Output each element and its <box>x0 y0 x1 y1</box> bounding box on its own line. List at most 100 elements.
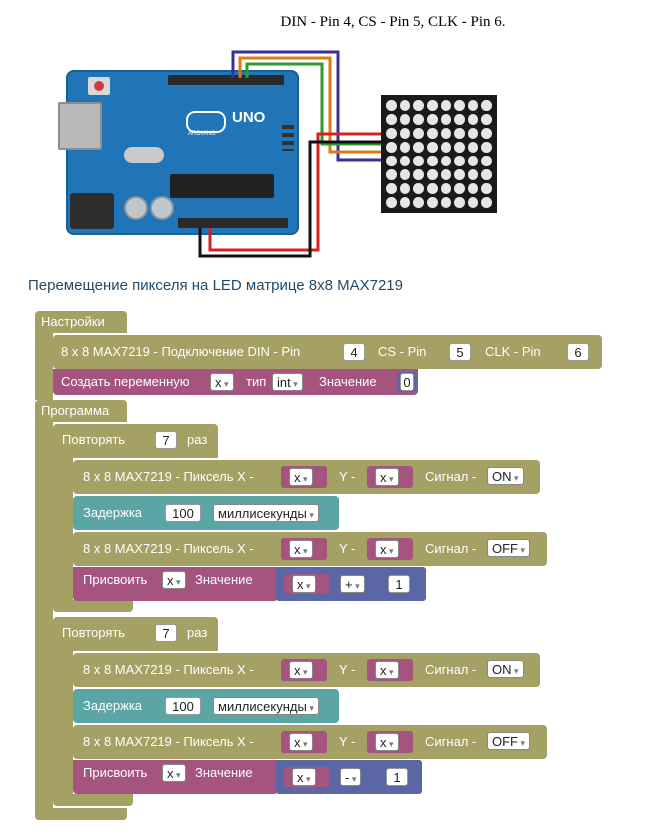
delay-block-1[interactable]: Задержка 100 миллисекунды <box>73 496 339 530</box>
pixel-y-dropdown[interactable]: x <box>375 661 399 679</box>
type-dropdown[interactable]: int <box>272 373 303 391</box>
delay-block-2[interactable]: Задержка 100 миллисекунды <box>73 689 339 723</box>
pixel-on-block-1[interactable]: 8 x 8 MAX7219 - Пиксель X - x Y - x Сигн… <box>73 460 540 494</box>
delay-unit-dropdown[interactable]: миллисекунды <box>213 697 319 715</box>
connect-label: 8 x 8 MAX7219 - Подключение DIN - Pin <box>61 344 301 359</box>
pixel-y-var[interactable]: x <box>367 731 413 753</box>
led-matrix-image <box>381 95 497 213</box>
var-name-dropdown[interactable]: x <box>210 373 234 391</box>
wires <box>198 50 381 258</box>
math-left-dropdown[interactable]: x <box>292 768 316 786</box>
delay-value-input[interactable]: 100 <box>165 697 201 715</box>
operator-dropdown[interactable]: + <box>340 575 365 593</box>
value-number-block[interactable]: 0 <box>397 372 417 392</box>
board-logo: UNO <box>232 109 266 126</box>
pixel-y-var[interactable]: x <box>367 466 413 488</box>
pixel-x-var[interactable]: x <box>281 466 327 488</box>
pixel-x-var[interactable]: x <box>281 731 327 753</box>
assign-block-1[interactable]: Присвоить x Значение <box>73 567 278 601</box>
pixel-y-dropdown[interactable]: x <box>375 540 399 558</box>
led-dot <box>440 127 452 139</box>
assign-var-dropdown[interactable]: x <box>162 571 186 589</box>
led-dot <box>399 169 411 181</box>
pixel-label: 8 x 8 MAX7219 - Пиксель X - <box>83 541 254 556</box>
led-dot <box>386 155 397 167</box>
math-right-input[interactable]: 1 <box>388 575 410 593</box>
repeat-block-2-foot <box>53 794 133 806</box>
program-block-foot <box>35 808 127 820</box>
pixel-x-dropdown[interactable]: x <box>289 661 313 679</box>
led-dot <box>440 100 452 111</box>
setup-title: Настройки <box>41 314 105 329</box>
setup-block[interactable]: Настройки <box>35 311 127 333</box>
reset-button-image <box>88 77 110 95</box>
wire-cs <box>238 56 381 154</box>
program-block[interactable]: Программа <box>35 400 127 422</box>
pixel-x-dropdown[interactable]: x <box>289 540 313 558</box>
led-dot <box>386 100 397 111</box>
led-dot <box>426 100 438 111</box>
repeat-block-1[interactable]: Повторять 7 раз <box>53 424 218 458</box>
pixel-x-var[interactable]: x <box>281 659 327 681</box>
assign-block-2[interactable]: Присвоить x Значение <box>73 760 278 794</box>
assign-var-dropdown[interactable]: x <box>162 764 186 782</box>
signal-dropdown[interactable]: ON <box>487 660 524 678</box>
pixel-x-var[interactable]: x <box>281 538 327 560</box>
delay-value-input[interactable]: 100 <box>165 504 201 522</box>
section-title: Перемещение пикселя на LED матрице 8x8 M… <box>28 277 403 294</box>
wire-clk <box>245 62 381 146</box>
signal-label: Сигнал - <box>425 662 477 677</box>
pixel-y-var[interactable]: x <box>367 659 413 681</box>
math-block-1[interactable]: x + 1 <box>276 567 426 601</box>
repeat-block-2[interactable]: Повторять 7 раз <box>53 617 218 651</box>
led-dot <box>413 197 424 208</box>
signal-label: Сигнал - <box>425 541 477 556</box>
math-left-var[interactable]: x <box>284 574 330 594</box>
math-left-var[interactable]: x <box>284 767 330 787</box>
pixel-y-dropdown[interactable]: x <box>375 468 399 486</box>
signal-dropdown[interactable]: OFF <box>487 732 531 750</box>
capacitor <box>150 196 174 220</box>
repeat-count-input[interactable]: 7 <box>155 624 177 642</box>
arduino-logo-icon <box>186 111 226 133</box>
led-dot <box>481 141 492 153</box>
led-dot <box>454 197 465 208</box>
repeat-count-input[interactable]: 7 <box>155 431 177 449</box>
led-dot <box>440 197 452 208</box>
led-dot <box>386 141 397 153</box>
signal-dropdown[interactable]: OFF <box>487 539 531 557</box>
led-dot <box>426 169 438 181</box>
create-variable-block[interactable]: Создать переменную x тип int Значение 0 <box>53 369 418 395</box>
signal-dropdown[interactable]: ON <box>487 467 524 485</box>
pixel-x-dropdown[interactable]: x <box>289 733 313 751</box>
pixel-y-var[interactable]: x <box>367 538 413 560</box>
type-label: тип <box>246 374 267 389</box>
y-label: Y - <box>339 662 356 677</box>
led-dot <box>467 169 479 181</box>
value-label: Значение <box>319 374 377 389</box>
math-right-input[interactable]: 1 <box>386 768 408 786</box>
operator-dropdown[interactable]: - <box>340 768 362 786</box>
delay-unit-dropdown[interactable]: миллисекунды <box>213 504 319 522</box>
pixel-y-dropdown[interactable]: x <box>375 733 399 751</box>
math-left-dropdown[interactable]: x <box>292 575 316 593</box>
pixel-off-block-1[interactable]: 8 x 8 MAX7219 - Пиксель X - x Y - x Сигн… <box>73 532 547 566</box>
led-dot <box>386 197 397 208</box>
times-label: раз <box>187 625 208 640</box>
pixel-off-block-2[interactable]: 8 x 8 MAX7219 - Пиксель X - x Y - x Сигн… <box>73 725 547 759</box>
initial-value-input[interactable]: 0 <box>400 373 414 391</box>
pixel-on-block-2[interactable]: 8 x 8 MAX7219 - Пиксель X - x Y - x Сигн… <box>73 653 540 687</box>
pixel-label: 8 x 8 MAX7219 - Пиксель X - <box>83 734 254 749</box>
program-title: Программа <box>41 403 110 418</box>
pixel-x-dropdown[interactable]: x <box>289 468 313 486</box>
capacitor <box>124 196 148 220</box>
clk-pin-input[interactable]: 6 <box>567 343 589 361</box>
led-dot <box>426 127 438 139</box>
led-dot <box>413 155 424 167</box>
math-block-2[interactable]: x - 1 <box>276 760 422 794</box>
din-pin-input[interactable]: 4 <box>343 343 365 361</box>
led-dot <box>426 155 438 167</box>
max7219-connect-block[interactable]: 8 x 8 MAX7219 - Подключение DIN - Pin 4 … <box>53 335 602 369</box>
cs-pin-input[interactable]: 5 <box>449 343 471 361</box>
led-dot <box>426 141 438 153</box>
